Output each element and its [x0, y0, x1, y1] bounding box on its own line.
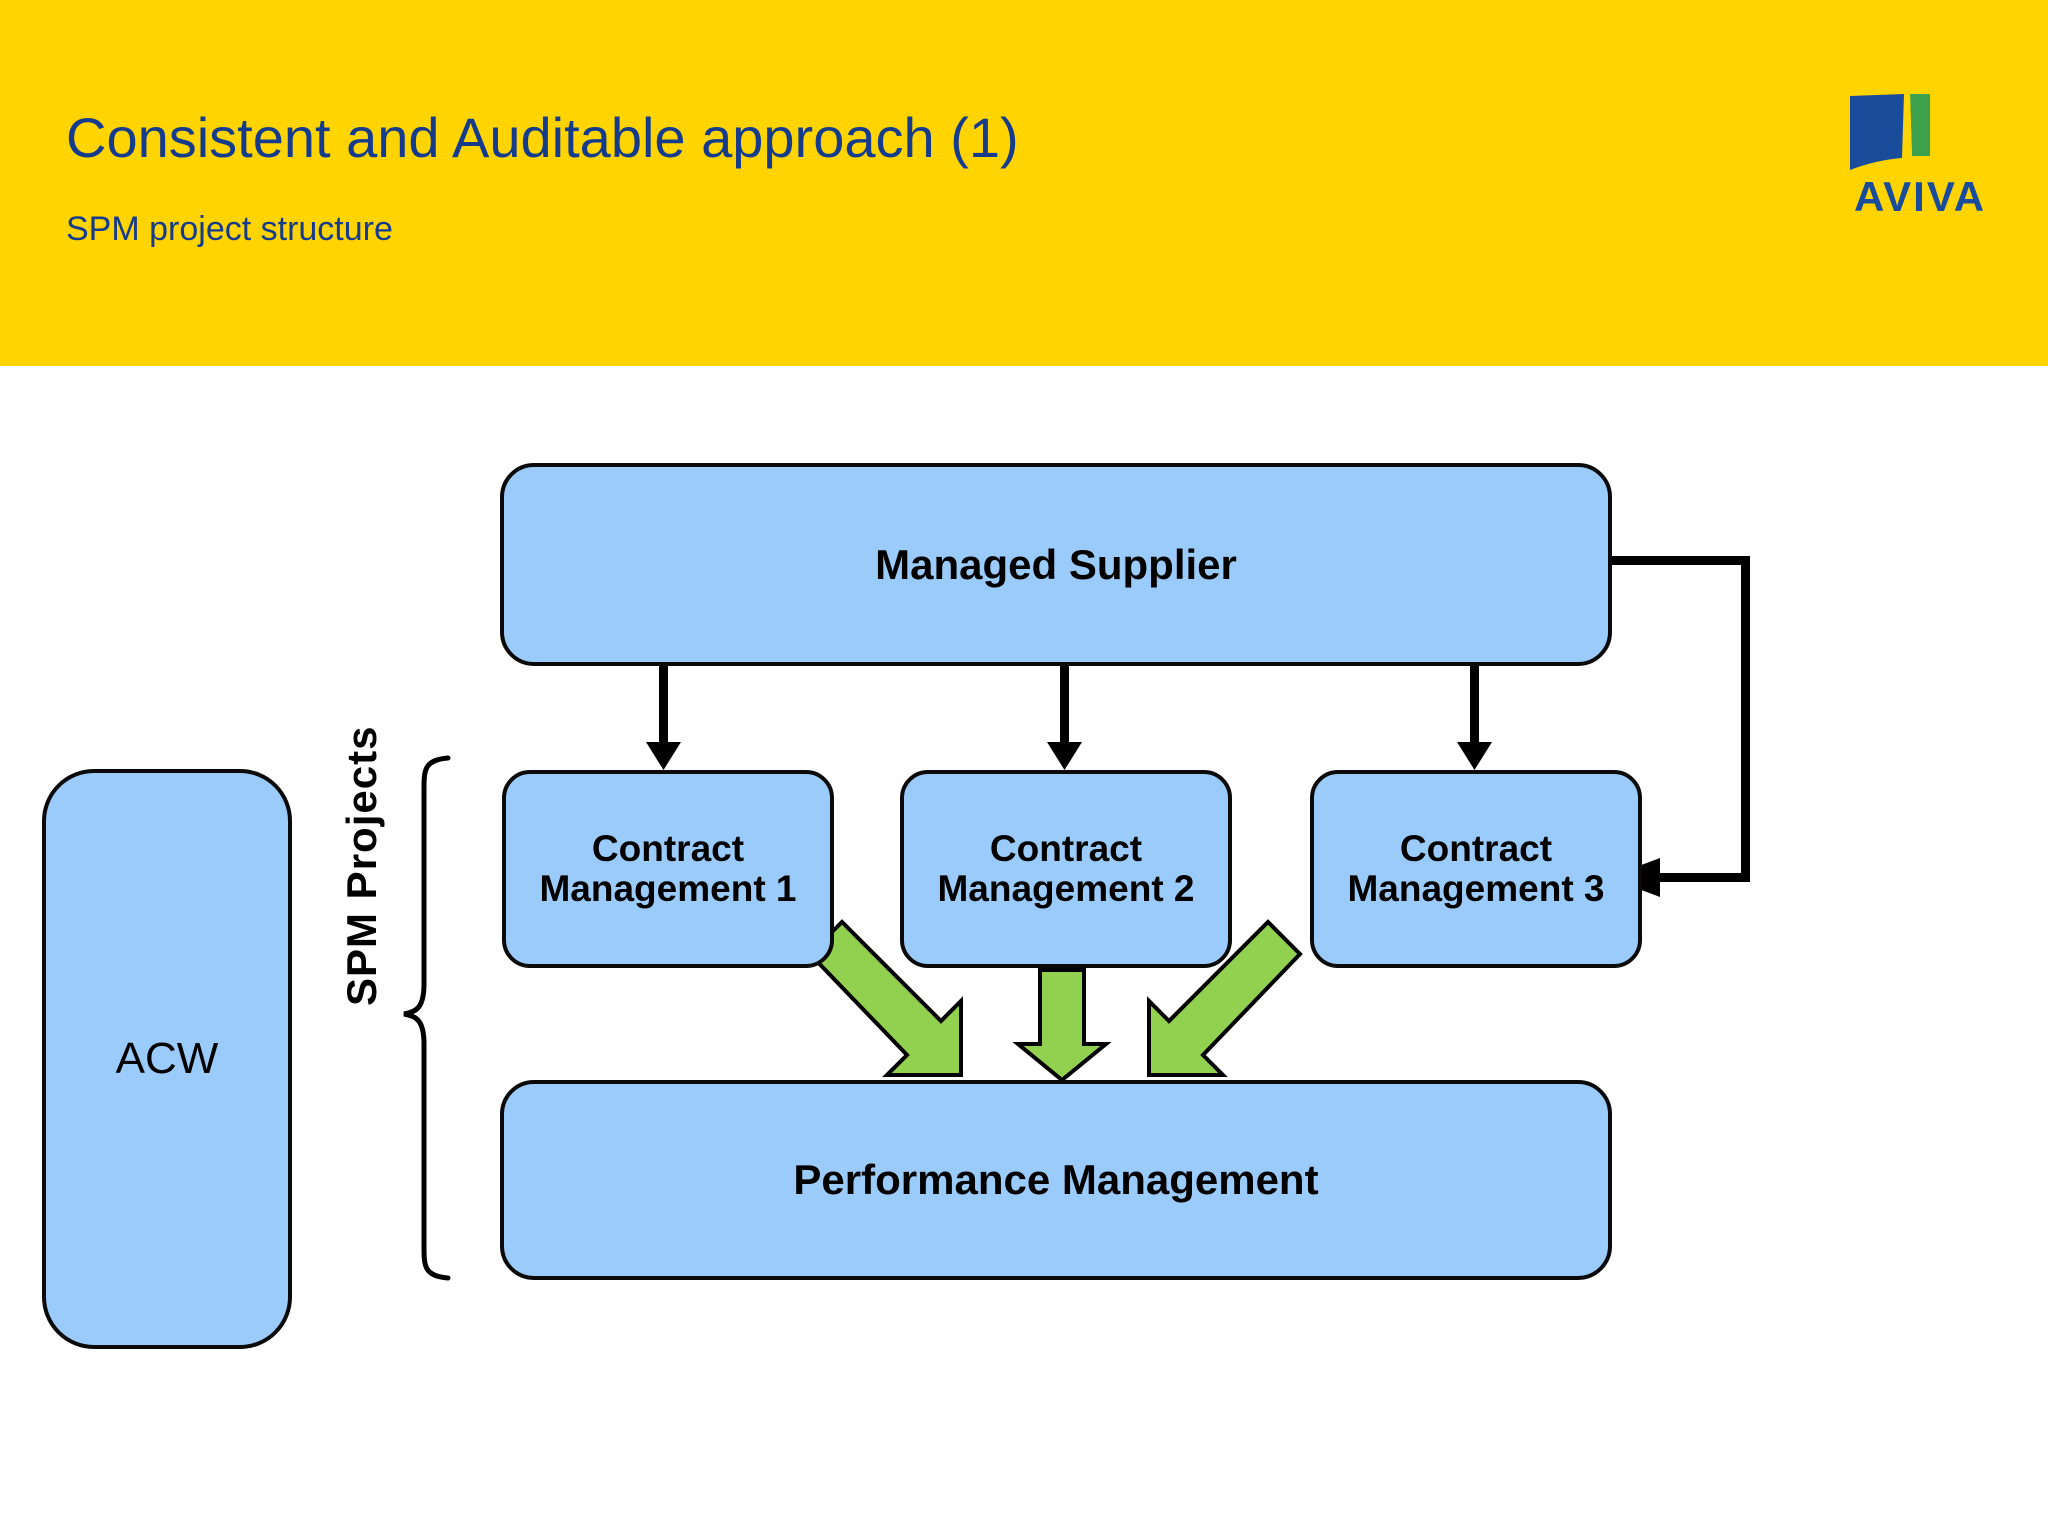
- node-contract-management-3-label: Contract Management 3: [1347, 829, 1604, 909]
- cm2-line-2: Management 2: [937, 868, 1195, 909]
- node-acw-label: ACW: [115, 1034, 219, 1084]
- cm1-line-2: Management 1: [539, 868, 797, 909]
- aviva-logo: AVIVA: [1830, 92, 2010, 222]
- node-managed-supplier[interactable]: Managed Supplier: [500, 463, 1612, 666]
- cm3-line-1: Contract: [1399, 828, 1553, 870]
- slide-header-band: Consistent and Auditable approach (1) SP…: [0, 0, 2048, 366]
- spm-projects-brace: [403, 755, 451, 1281]
- diagram-canvas: ACW SPM Projects Managed Supplier Contra…: [0, 366, 2048, 1536]
- page-subtitle: SPM project structure: [66, 210, 393, 248]
- spm-projects-group-label: SPM Projects: [338, 725, 385, 1006]
- node-performance-management[interactable]: Performance Management: [500, 1080, 1612, 1280]
- page-title: Consistent and Auditable approach (1): [66, 106, 1019, 169]
- node-contract-management-3[interactable]: Contract Management 3: [1310, 770, 1642, 968]
- node-contract-management-2-label: Contract Management 2: [937, 829, 1194, 909]
- node-managed-supplier-label: Managed Supplier: [875, 540, 1237, 588]
- arrow-cm2-to-performance-management: [1012, 968, 1112, 1083]
- cm1-line-1: Contract: [591, 828, 745, 870]
- cm2-line-1: Contract: [989, 828, 1143, 870]
- node-contract-management-2[interactable]: Contract Management 2: [900, 770, 1232, 968]
- node-contract-management-1[interactable]: Contract Management 1: [502, 770, 834, 968]
- node-acw[interactable]: ACW: [42, 769, 292, 1349]
- arrow-managed-supplier-to-cm3: [1457, 664, 1492, 770]
- cm3-line-2: Management 3: [1347, 868, 1605, 909]
- arrow-managed-supplier-to-cm1: [646, 664, 681, 770]
- aviva-flag-logo: [1850, 94, 1930, 170]
- arrow-managed-supplier-to-cm2: [1047, 664, 1082, 770]
- node-performance-management-label: Performance Management: [793, 1156, 1319, 1204]
- aviva-wordmark: AVIVA: [1853, 173, 1987, 220]
- node-contract-management-1-label: Contract Management 1: [539, 829, 796, 909]
